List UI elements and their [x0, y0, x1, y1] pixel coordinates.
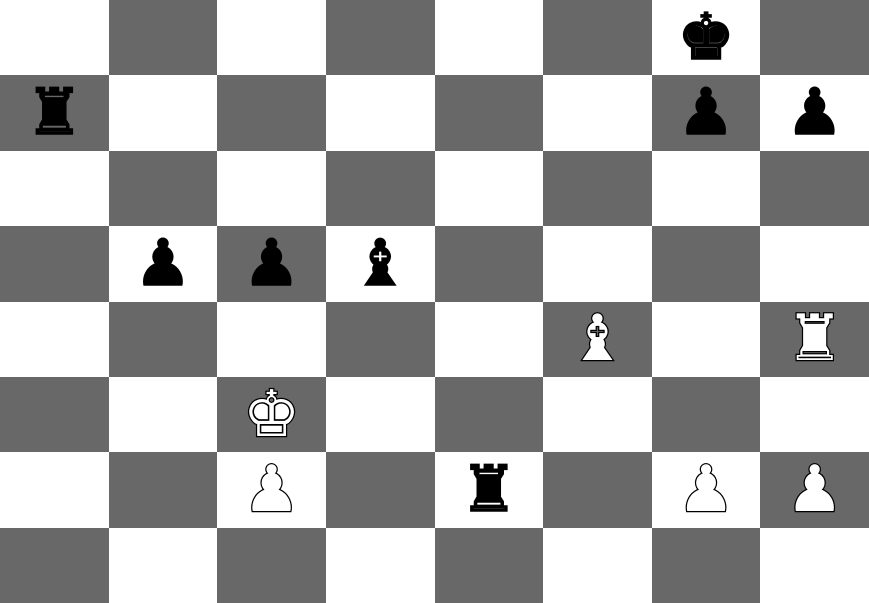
square-e8[interactable] [435, 0, 544, 75]
square-f4[interactable]: ♝ [543, 302, 652, 377]
square-e2[interactable]: ♜ [435, 452, 544, 527]
square-c1[interactable] [217, 528, 326, 603]
black-king-g8[interactable]: ♚ [677, 6, 734, 70]
square-b1[interactable] [109, 528, 218, 603]
square-a8[interactable] [0, 0, 109, 75]
square-d2[interactable] [326, 452, 435, 527]
square-f8[interactable] [543, 0, 652, 75]
square-d7[interactable] [326, 75, 435, 150]
black-pawn-b5[interactable]: ♟ [134, 232, 191, 296]
square-f3[interactable] [543, 377, 652, 452]
square-e7[interactable] [435, 75, 544, 150]
square-d5[interactable]: ♝ [326, 226, 435, 301]
square-b2[interactable] [109, 452, 218, 527]
square-a7[interactable]: ♜ [0, 75, 109, 150]
black-pawn-c5[interactable]: ♟ [243, 232, 300, 296]
square-e1[interactable] [435, 528, 544, 603]
square-g8[interactable]: ♚ [652, 0, 761, 75]
square-h1[interactable] [760, 528, 869, 603]
square-g1[interactable] [652, 528, 761, 603]
square-g7[interactable]: ♟ [652, 75, 761, 150]
black-pawn-g7[interactable]: ♟ [677, 81, 734, 145]
black-rook-a7[interactable]: ♜ [26, 81, 83, 145]
square-c5[interactable]: ♟ [217, 226, 326, 301]
square-d6[interactable] [326, 151, 435, 226]
square-h4[interactable]: ♜ [760, 302, 869, 377]
square-c4[interactable] [217, 302, 326, 377]
square-g3[interactable] [652, 377, 761, 452]
black-rook-e2[interactable]: ♜ [460, 458, 517, 522]
square-g6[interactable] [652, 151, 761, 226]
square-h8[interactable] [760, 0, 869, 75]
white-bishop-f4[interactable]: ♝ [569, 307, 626, 371]
square-c2[interactable]: ♟ [217, 452, 326, 527]
square-a3[interactable] [0, 377, 109, 452]
square-d3[interactable] [326, 377, 435, 452]
square-b5[interactable]: ♟ [109, 226, 218, 301]
square-a1[interactable] [0, 528, 109, 603]
white-king-c3[interactable]: ♚ [243, 383, 300, 447]
square-f6[interactable] [543, 151, 652, 226]
square-c6[interactable] [217, 151, 326, 226]
square-h5[interactable] [760, 226, 869, 301]
square-b7[interactable] [109, 75, 218, 150]
square-a2[interactable] [0, 452, 109, 527]
square-c8[interactable] [217, 0, 326, 75]
square-e6[interactable] [435, 151, 544, 226]
black-pawn-h7[interactable]: ♟ [786, 81, 843, 145]
square-c3[interactable]: ♚ [217, 377, 326, 452]
square-h3[interactable] [760, 377, 869, 452]
square-b3[interactable] [109, 377, 218, 452]
square-f5[interactable] [543, 226, 652, 301]
square-a5[interactable] [0, 226, 109, 301]
square-b4[interactable] [109, 302, 218, 377]
square-b6[interactable] [109, 151, 218, 226]
square-f7[interactable] [543, 75, 652, 150]
square-d4[interactable] [326, 302, 435, 377]
square-a6[interactable] [0, 151, 109, 226]
white-rook-h4[interactable]: ♜ [786, 307, 843, 371]
square-d1[interactable] [326, 528, 435, 603]
white-pawn-g2[interactable]: ♟ [677, 458, 734, 522]
square-h6[interactable] [760, 151, 869, 226]
white-pawn-h2[interactable]: ♟ [786, 458, 843, 522]
square-e3[interactable] [435, 377, 544, 452]
square-e5[interactable] [435, 226, 544, 301]
square-a4[interactable] [0, 302, 109, 377]
square-e4[interactable] [435, 302, 544, 377]
square-h2[interactable]: ♟ [760, 452, 869, 527]
square-h7[interactable]: ♟ [760, 75, 869, 150]
square-c7[interactable] [217, 75, 326, 150]
square-f1[interactable] [543, 528, 652, 603]
square-b8[interactable] [109, 0, 218, 75]
square-f2[interactable] [543, 452, 652, 527]
square-g2[interactable]: ♟ [652, 452, 761, 527]
white-pawn-c2[interactable]: ♟ [243, 458, 300, 522]
square-g4[interactable] [652, 302, 761, 377]
square-d8[interactable] [326, 0, 435, 75]
square-g5[interactable] [652, 226, 761, 301]
black-bishop-d5[interactable]: ♝ [352, 232, 409, 296]
